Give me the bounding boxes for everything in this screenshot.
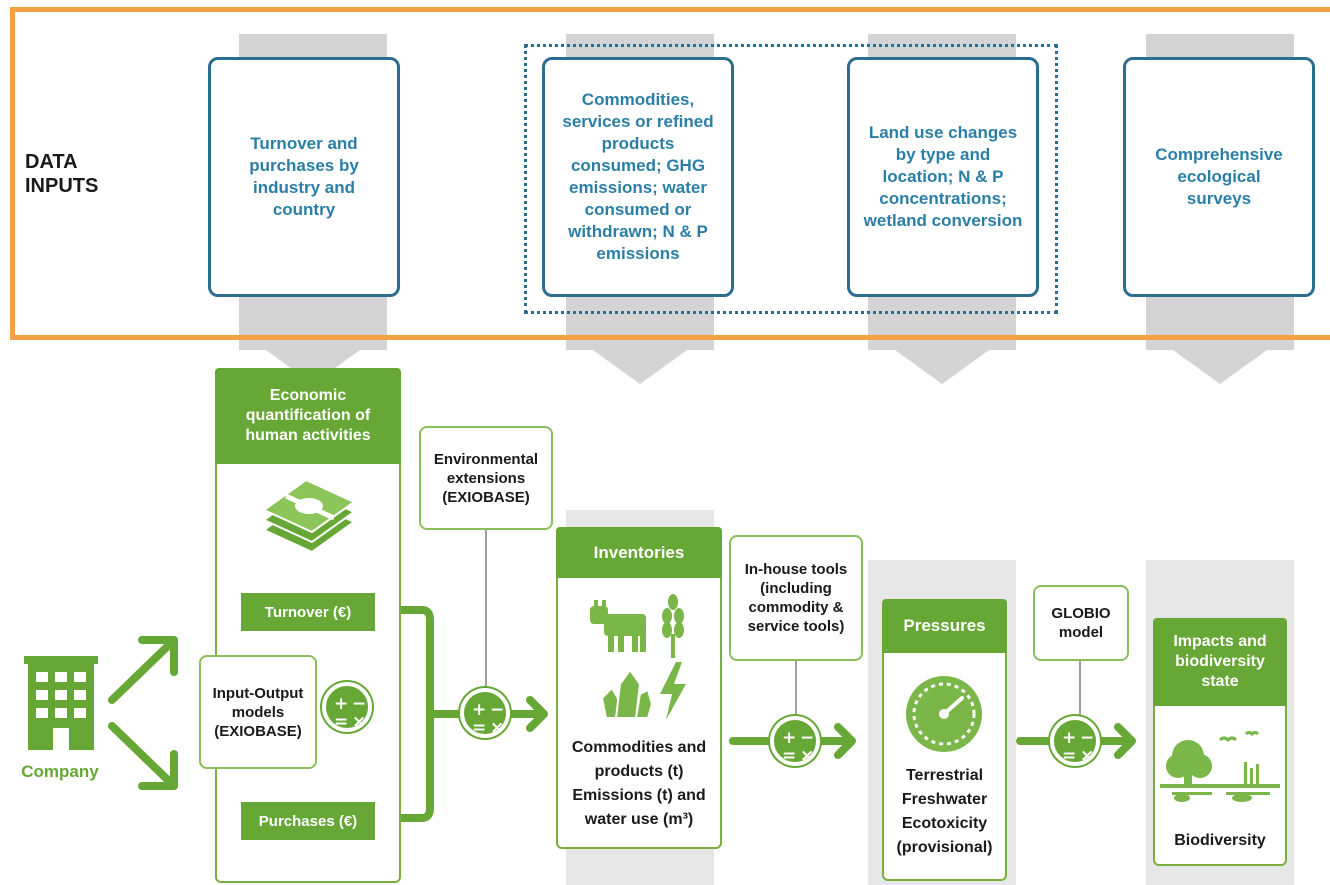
- input-box-turnover: Turnover and purchases by industry and c…: [208, 57, 400, 297]
- inventories-body: Commodities and products (t) Emissions (…: [571, 739, 707, 828]
- gauge-icon: [902, 672, 986, 756]
- bracket-connector: [396, 606, 434, 822]
- lightning-icon: [658, 662, 688, 720]
- calculator-icon-globio: +−=×: [1050, 716, 1100, 766]
- svg-text:×: ×: [352, 712, 366, 732]
- pressures-body: Terrestrial Freshwater Ecotoxicity (prov…: [896, 767, 993, 856]
- input-box-ecological: Comprehensive ecological surveys: [1123, 57, 1315, 297]
- inventories-card-title: Inventories: [556, 527, 722, 578]
- globio-box: GLOBIO model: [1033, 585, 1129, 661]
- crystal-icon: [600, 668, 654, 719]
- arrow-company-down-head: [138, 750, 178, 790]
- arrow-to-impacts-head: [1114, 723, 1136, 759]
- company-label: Company: [21, 762, 99, 781]
- wheat-icon: [658, 594, 688, 658]
- svg-text:=: =: [334, 712, 348, 732]
- arrow-to-inventories-head: [526, 696, 548, 732]
- money-stack-icon: [256, 470, 360, 558]
- landscape-icon: [1160, 726, 1280, 804]
- svg-text:−: −: [352, 694, 366, 714]
- column-band-4-tip: [1173, 350, 1267, 384]
- building-icon: [22, 654, 100, 754]
- column-band-3-tip: [895, 350, 989, 384]
- input-box-turnover-text: Turnover and purchases by industry and c…: [249, 134, 359, 219]
- cow-icon: [586, 596, 652, 656]
- input-box-commodities-text: Commodities, services or refined product…: [562, 90, 714, 263]
- arrow-company-up: [108, 638, 176, 704]
- svg-text:−: −: [1080, 728, 1094, 748]
- input-box-landuse: Land use changes by type and location; N…: [847, 57, 1039, 297]
- svg-text:+: +: [1062, 728, 1076, 748]
- svg-text:=: =: [472, 718, 486, 738]
- arrow-company-up-head: [138, 636, 178, 676]
- turnover-pill: Turnover (€): [241, 593, 375, 631]
- svg-text:=: =: [782, 746, 796, 766]
- inhouse-tools-box: In-house tools (including commodity & se…: [729, 535, 863, 661]
- svg-text:×: ×: [490, 718, 504, 738]
- impacts-body: Biodiversity: [1174, 832, 1266, 849]
- input-box-commodities: Commodities, services or refined product…: [542, 57, 734, 297]
- arrow-company-down: [108, 722, 176, 788]
- purchases-pill: Purchases (€): [241, 802, 375, 840]
- input-box-ecological-text: Comprehensive ecological surveys: [1155, 145, 1283, 208]
- calculator-icon: +−=×: [322, 682, 372, 732]
- svg-text:×: ×: [1080, 746, 1094, 766]
- svg-text:=: =: [1062, 746, 1076, 766]
- impacts-card-title: Impacts and biodiversity state: [1153, 618, 1287, 706]
- io-models-box: Input-Output models (EXIOBASE): [199, 655, 317, 769]
- svg-text:−: −: [800, 728, 814, 748]
- arrow-to-pressures-head: [834, 723, 856, 759]
- column-band-2-tip: [593, 350, 687, 384]
- pressures-card-title: Pressures: [882, 599, 1007, 653]
- economic-card-title: Economic quantification of human activit…: [215, 368, 401, 464]
- env-extensions-box: Environmental extensions (EXIOBASE): [419, 426, 553, 530]
- calculator-icon-env: +−=×: [460, 688, 510, 738]
- data-inputs-frame: [10, 7, 1330, 340]
- svg-text:+: +: [782, 728, 796, 748]
- svg-text:−: −: [490, 700, 504, 720]
- dotted-group-outline: [524, 44, 1058, 314]
- svg-text:+: +: [334, 694, 348, 714]
- data-inputs-label: DATA INPUTS: [25, 151, 99, 197]
- calculator-icon-inhouse: +−=×: [770, 716, 820, 766]
- input-box-landuse-text: Land use changes by type and location; N…: [863, 123, 1023, 230]
- svg-text:×: ×: [800, 746, 814, 766]
- svg-text:+: +: [472, 700, 486, 720]
